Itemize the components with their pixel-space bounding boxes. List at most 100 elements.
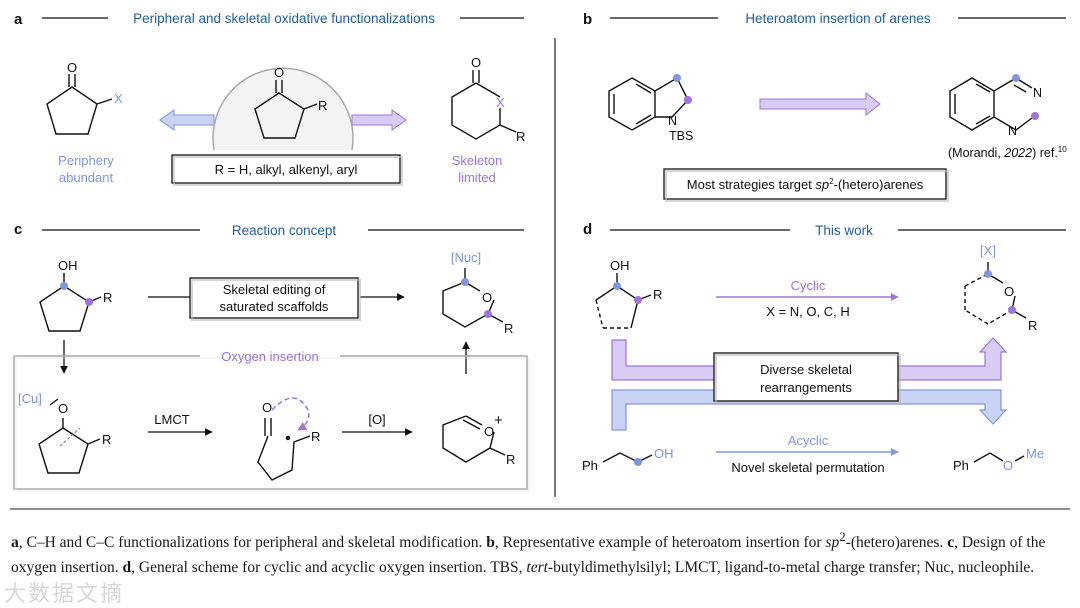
d-oh-label: OH	[610, 258, 630, 273]
oxocarbenium-molecule	[442, 415, 506, 463]
periphery-label-2: abundant	[59, 170, 114, 185]
dashed-oxane-product	[964, 262, 1027, 325]
oxidation-label: [O]	[368, 412, 385, 427]
cu-o-label: O	[58, 401, 68, 416]
caption-d: d	[122, 559, 132, 577]
periphery-x-label: X	[114, 91, 123, 106]
c-r-label: R	[103, 290, 112, 305]
panel-b: b Heteroatom insertion of arenes N TBS	[583, 11, 1067, 202]
skeletal-editing-box	[189, 277, 359, 319]
central-molecule	[254, 80, 318, 139]
blue-dot	[613, 282, 621, 290]
cyclic-label: Cyclic	[791, 278, 826, 293]
indole-n-label: N	[668, 114, 677, 128]
periphery-arrow	[159, 109, 215, 131]
acyclic-bracket-arrow	[611, 389, 1008, 431]
skeleton-label-1: Skeleton	[452, 153, 503, 168]
nuc-label: [Nuc]	[451, 250, 481, 265]
d-oxane-r-label: R	[1028, 318, 1037, 333]
carbonyl-o-label: O	[67, 60, 77, 75]
x-definition: X = N, O, C, H	[766, 304, 849, 319]
oxocarbenium-o-label: O	[484, 424, 494, 439]
lmct-label: LMCT	[154, 412, 189, 427]
oxocarbenium-r-label: R	[506, 452, 515, 467]
skeleton-x-label: X	[496, 95, 505, 110]
dashed-cyclic-alcohol	[595, 273, 652, 329]
oxane-r-label: R	[504, 321, 513, 336]
reaction-figure: a Peripheral and skeletal oxidative func…	[10, 11, 1070, 510]
panel-c: c Reaction concept OH R Skeletal editing…	[13, 221, 530, 492]
caption-sp: sp	[825, 534, 840, 552]
radical-o-label: O	[262, 400, 272, 415]
skeletal-editing-line-2: saturated scaffolds	[220, 299, 329, 314]
panel-a-letter: a	[14, 11, 23, 28]
purple-dot	[1008, 306, 1016, 314]
blue-dot	[60, 282, 68, 290]
acyclic-ether	[973, 452, 1025, 463]
permutation-label: Novel skeletal permutation	[731, 460, 884, 475]
skeleton-label-2: limited	[458, 170, 496, 185]
periphery-label-1: Periphery	[58, 153, 114, 168]
me-label: Me	[1026, 446, 1044, 461]
panel-c-title: Reaction concept	[232, 223, 337, 238]
caption-b-text: , Representative example of heteroatom i…	[494, 534, 826, 552]
cyclic-bracket-arrow	[611, 337, 1008, 381]
strategy-note-box	[663, 168, 947, 200]
cu-r-label: R	[102, 432, 111, 447]
cu-label: [Cu]	[18, 391, 42, 406]
panel-a-title: Peripheral and skeletal oxidative functi…	[133, 11, 435, 26]
panel-b-title: Heteroatom insertion of arenes	[745, 11, 931, 26]
purple-dot	[85, 298, 93, 306]
triazine-molecule	[949, 77, 1033, 131]
blue-dot	[1012, 74, 1020, 82]
central-circle	[212, 67, 354, 151]
caption-sup: 2	[839, 529, 846, 544]
panel-d-title: This work	[815, 223, 873, 238]
skeleton-molecule	[451, 70, 517, 140]
acyclic-alcohol	[602, 452, 653, 463]
blue-dot	[673, 74, 681, 82]
figure-caption: a, C–H and C–C functionalizations for pe…	[11, 524, 1073, 580]
strategy-note: Most strategies target sp2-(hetero)arene…	[687, 177, 924, 192]
caption-b-text-2: -(hetero)arenes.	[845, 534, 948, 552]
panel-d: d This work OH R Cyclic X = N, O, C, H	[582, 221, 1066, 475]
triazine-n1-label: N	[1033, 86, 1042, 100]
x-label: [X]	[980, 243, 996, 258]
oxygen-insertion-label: Oxygen insertion	[221, 349, 319, 364]
cyclization-arrow	[271, 397, 310, 431]
ether-o-label: O	[1003, 458, 1013, 473]
d-oxane-o-label: O	[1004, 284, 1014, 299]
tbs-label: TBS	[669, 129, 693, 143]
purple-dot	[634, 296, 642, 304]
purple-dot	[1031, 112, 1039, 120]
central-o-label: O	[274, 65, 284, 80]
central-r-label: R	[318, 98, 327, 113]
blue-dot	[634, 458, 642, 466]
skeletal-editing-line-1: Skeletal editing of	[223, 282, 326, 297]
watermark: 大数据文摘	[4, 582, 125, 607]
panel-a: a Peripheral and skeletal oxidative func…	[14, 11, 525, 186]
radical-intermediate	[257, 418, 311, 481]
insertion-arrow	[759, 91, 881, 117]
panel-b-letter: b	[583, 11, 592, 28]
caption-d-text-2: -butyldimethylsilyl; LMCT, ligand-to-met…	[547, 559, 1035, 577]
oxane-product	[442, 268, 504, 328]
skeleton-r-label: R	[516, 129, 525, 144]
radical-dot	[285, 435, 291, 441]
ph-label-1: Ph	[582, 458, 598, 473]
caption-c: c	[947, 534, 955, 552]
radical-r-label: R	[311, 429, 320, 444]
d-r-label: R	[653, 287, 662, 302]
oxocarbenium-plus: +	[494, 412, 503, 429]
caption-a-text: , C–H and C–C functionalizations for per…	[18, 534, 487, 552]
caption-tert: tert	[526, 559, 548, 577]
rearrangement-line-2: rearrangements	[760, 380, 852, 395]
ph-label-2: Ph	[953, 458, 969, 473]
purple-dot	[484, 310, 492, 318]
skeleton-o-label: O	[471, 55, 481, 70]
periphery-molecule	[46, 74, 113, 135]
r-definition: R = H, alkyl, alkenyl, aryl	[215, 162, 358, 177]
copper-alkoxide	[38, 398, 101, 474]
oxygen-insertion-frame	[13, 355, 528, 490]
r-definition-box	[171, 154, 401, 184]
